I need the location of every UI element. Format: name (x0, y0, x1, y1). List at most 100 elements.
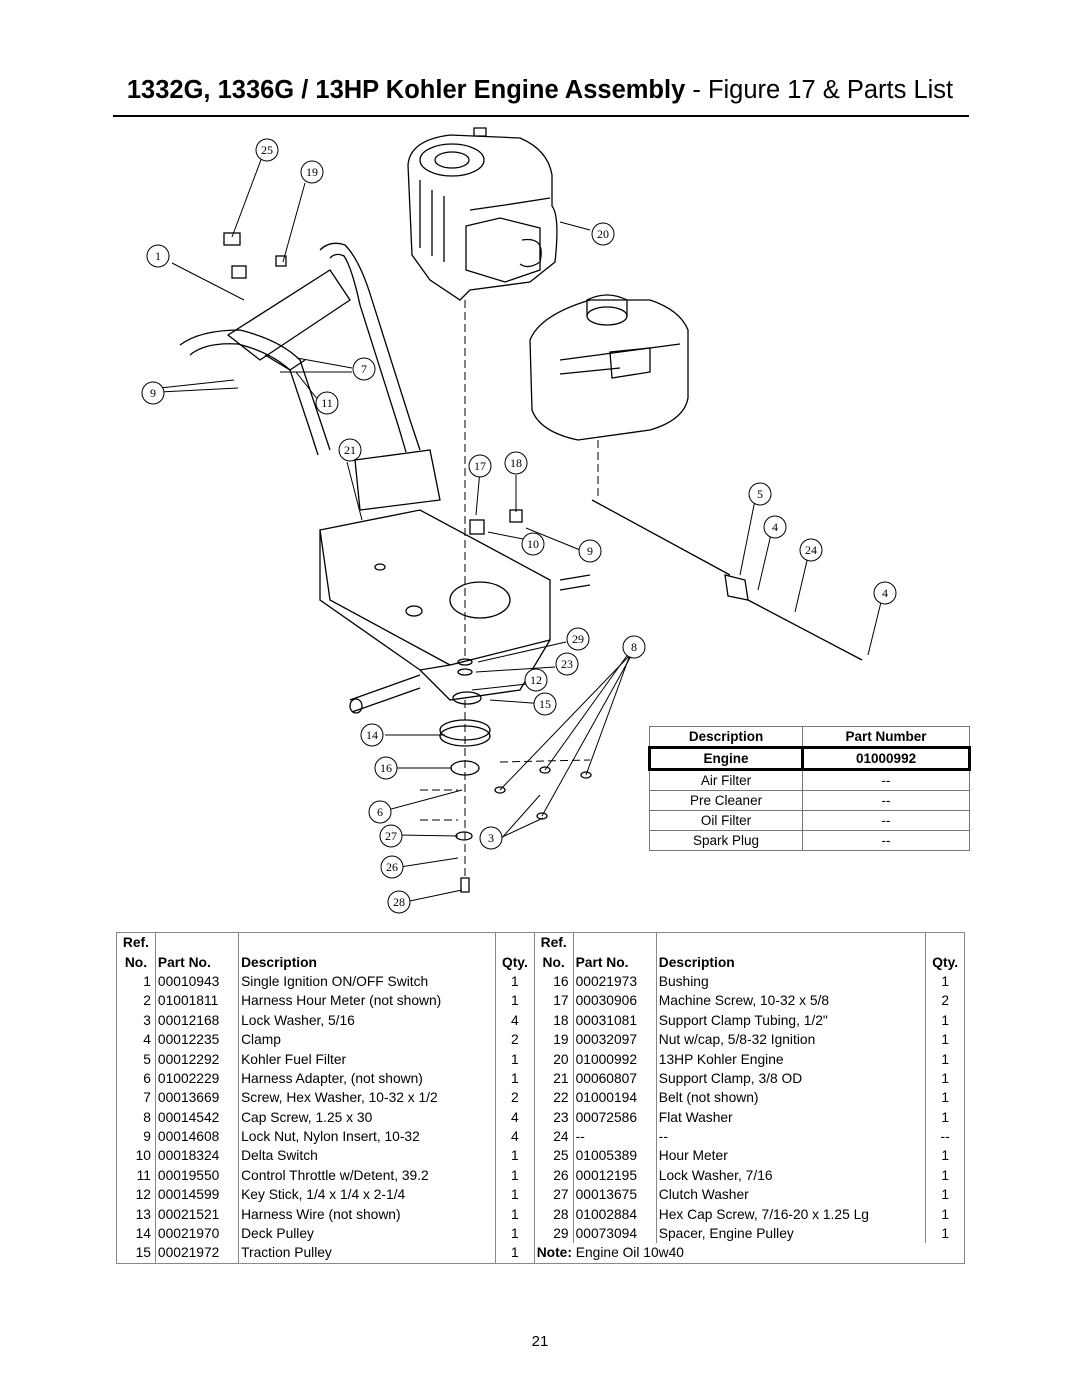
table-cell: Screw, Hex Washer, 10-32 x 1/2 (238, 1088, 496, 1108)
callout-label: 23 (561, 657, 573, 671)
part-no-header: Part No. (154, 952, 239, 972)
callout-circle (578, 539, 602, 563)
table-cell: 00014608 (154, 1126, 239, 1147)
callout-label: 12 (530, 673, 542, 687)
table-cell: 00021972 (154, 1243, 239, 1264)
callout-circle (591, 222, 615, 246)
table-cell: 00013669 (154, 1088, 239, 1108)
qty-header: Qty. (495, 952, 535, 972)
callout-circle (338, 438, 362, 462)
engine-table-cell: Air Filter (648, 769, 804, 791)
table-cell: Control Throttle w/Detent, 39.2 (238, 1165, 496, 1186)
table-cell: 4 (495, 1010, 535, 1030)
engine-drawing (407, 127, 558, 301)
table-cell: 22 (533, 1088, 574, 1108)
table-cell: Lock Washer, 5/16 (238, 1010, 496, 1030)
callout-label: 5 (757, 487, 763, 501)
callout-circle (555, 652, 579, 676)
table-cell: 1 (925, 1088, 965, 1108)
description-header: Description (238, 952, 496, 972)
ref-header: Ref. (533, 932, 574, 953)
table-cell: Harness Wire (not shown) (238, 1204, 496, 1224)
engine-table-row: Pre Cleaner -- (648, 790, 970, 811)
table-cell: Traction Pulley (238, 1243, 496, 1264)
table-cell: 00018324 (154, 1146, 239, 1166)
table-cell: 25 (533, 1146, 574, 1166)
table-cell: 01001811 (154, 991, 239, 1011)
table-cell: 14 (135, 1226, 151, 1242)
table-cell: 4 (495, 1126, 535, 1147)
table-cell: 1 (495, 1185, 535, 1205)
callout-circle (352, 357, 376, 381)
table-cell: 00060807 (572, 1068, 657, 1089)
table-cell: Nut w/cap, 5/8-32 Ignition (655, 1029, 926, 1050)
cable-drawing (591, 499, 863, 661)
table-cell: Key Stick, 1/4 x 1/4 x 2-1/4 (238, 1185, 496, 1205)
no-header: No. (533, 952, 574, 972)
table-cell: 26 (533, 1165, 574, 1186)
table-cell: Spacer, Engine Pulley (655, 1223, 926, 1244)
callout-circle (748, 482, 772, 506)
callout-circle (146, 244, 170, 268)
table-cell: 21 (533, 1068, 574, 1089)
table-cell: 4 (495, 1107, 535, 1127)
callout-circle (479, 826, 503, 850)
exploded-parts-diagram: 2519120791121171854109244298231215141662… (141, 127, 897, 914)
callout-circle (387, 890, 411, 914)
part-no-header: Part No. (572, 952, 657, 972)
table-cell: 1 (925, 1204, 965, 1224)
callout-label: 29 (572, 632, 584, 646)
callout-circle (763, 515, 787, 539)
table-cell: 00014542 (154, 1107, 239, 1127)
callout-label: 20 (597, 227, 609, 241)
table-cell: 1 (925, 1107, 965, 1127)
table-cell: Support Clamp Tubing, 1/2" (655, 1010, 926, 1030)
engine-table-row: Air Filter -- (648, 769, 970, 791)
table-cell: 2 (143, 993, 151, 1009)
table-cell: Flat Washer (655, 1107, 926, 1127)
engine-table-cell: 01000992 (801, 746, 971, 771)
callout-circle (300, 160, 324, 184)
parts-list-table: Ref. Ref. No. Part No. Description Qty. … (116, 932, 965, 1264)
table-cell: 12 (135, 1187, 151, 1203)
table-cell: 1 (495, 1068, 535, 1089)
table-cell: 18 (533, 1010, 574, 1030)
callout-label: 9 (150, 386, 156, 400)
callout-label: 10 (527, 537, 539, 551)
table-cell: Single Ignition ON/OFF Switch (238, 971, 496, 992)
callout-label: 28 (393, 895, 405, 909)
table-cell: Support Clamp, 3/8 OD (655, 1068, 926, 1089)
table-cell: 1 (495, 1165, 535, 1186)
engine-table-cell: -- (802, 810, 970, 831)
table-cell: 00012235 (154, 1029, 239, 1050)
table-cell: Deck Pulley (238, 1223, 496, 1244)
table-cell: 1 (925, 1029, 965, 1050)
engine-table-row: Engine 01000992 (647, 746, 971, 771)
table-cell: -- (572, 1126, 657, 1147)
callout-label: 27 (385, 829, 397, 843)
callout-circle (468, 454, 492, 478)
table-cell: 16 (533, 971, 574, 992)
fuel-tank-drawing (529, 294, 689, 441)
table-cell: 1 (925, 1223, 965, 1244)
table-cell: 1 (495, 971, 535, 992)
table-cell: 19 (533, 1029, 574, 1050)
engine-table-cell: -- (802, 790, 970, 811)
page-title: 1332G, 1336G / 13HP Kohler Engine Assemb… (126, 76, 954, 104)
table-cell: 00032097 (572, 1029, 657, 1050)
callout-circle (380, 855, 404, 879)
table-cell: 1 (143, 973, 151, 989)
table-cell: 6 (143, 1070, 151, 1086)
callout-circle (521, 532, 545, 556)
callout-label: 4 (772, 520, 778, 534)
title-rule (113, 115, 969, 117)
table-cell: 01002229 (154, 1068, 239, 1089)
